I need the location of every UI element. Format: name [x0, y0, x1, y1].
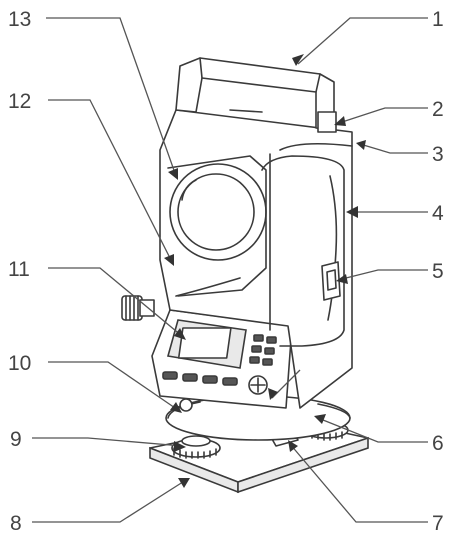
- callout-2: 2: [432, 98, 444, 121]
- display-window: [177, 327, 232, 359]
- arrow-7: [288, 440, 298, 452]
- arrow-4: [346, 206, 358, 218]
- callout-8: 8: [10, 512, 22, 535]
- callout-4: 4: [432, 202, 444, 225]
- callout-12: 12: [8, 90, 31, 113]
- optical-plummet: [179, 398, 193, 412]
- arrow-8: [178, 478, 190, 488]
- side-panel: [269, 142, 353, 331]
- total-station-illustration: [121, 57, 369, 494]
- callout-11: 11: [8, 258, 30, 281]
- arrow-extra: [268, 388, 278, 400]
- arrow-12: [164, 254, 174, 266]
- leader-12: [48, 99, 173, 263]
- callout-13: 13: [8, 8, 31, 31]
- arrow-2: [334, 116, 346, 126]
- leader-6: [317, 417, 428, 443]
- callout-labels: 1 2 3 4 5 6 7 8 9 10 11 12 13: [8, 8, 444, 535]
- arrow-10: [170, 402, 182, 413]
- leader-5: [337, 269, 428, 281]
- arrow-11: [174, 328, 186, 340]
- callout-6: 6: [432, 432, 444, 455]
- handle-sight: [229, 109, 263, 113]
- callout-3: 3: [432, 143, 444, 166]
- tribrach-base-side: [237, 436, 369, 494]
- callout-5: 5: [432, 260, 444, 283]
- clamp-knob: [121, 295, 155, 321]
- leader-7: [289, 443, 428, 523]
- arrowheads: [164, 54, 366, 488]
- callout-9: 9: [10, 428, 22, 451]
- callout-7: 7: [432, 512, 444, 535]
- leader-8: [32, 479, 187, 523]
- handle-screw: [317, 111, 337, 133]
- arrow-13: [168, 168, 178, 180]
- leveling-screw-left: [171, 435, 221, 459]
- leader-lines: [32, 17, 428, 523]
- callout-1: 1: [432, 8, 444, 31]
- arrow-5: [336, 274, 348, 284]
- arrow-6: [314, 414, 326, 424]
- arrow-1: [292, 54, 304, 66]
- arrow-3: [356, 140, 366, 150]
- leader-9: [32, 437, 183, 447]
- leader-1: [297, 17, 428, 65]
- keypad: [248, 334, 277, 395]
- side-cover: [261, 155, 345, 347]
- arrow-9: [174, 441, 186, 452]
- telescope-housing: [167, 155, 267, 297]
- objective-lens: [169, 163, 267, 261]
- leader-10: [48, 361, 179, 411]
- callout-10: 10: [8, 352, 31, 375]
- leader-3: [359, 143, 428, 154]
- leader-2: [335, 107, 428, 125]
- leader-13: [46, 17, 177, 177]
- leader-11: [48, 267, 183, 337]
- function-keys: [162, 371, 238, 386]
